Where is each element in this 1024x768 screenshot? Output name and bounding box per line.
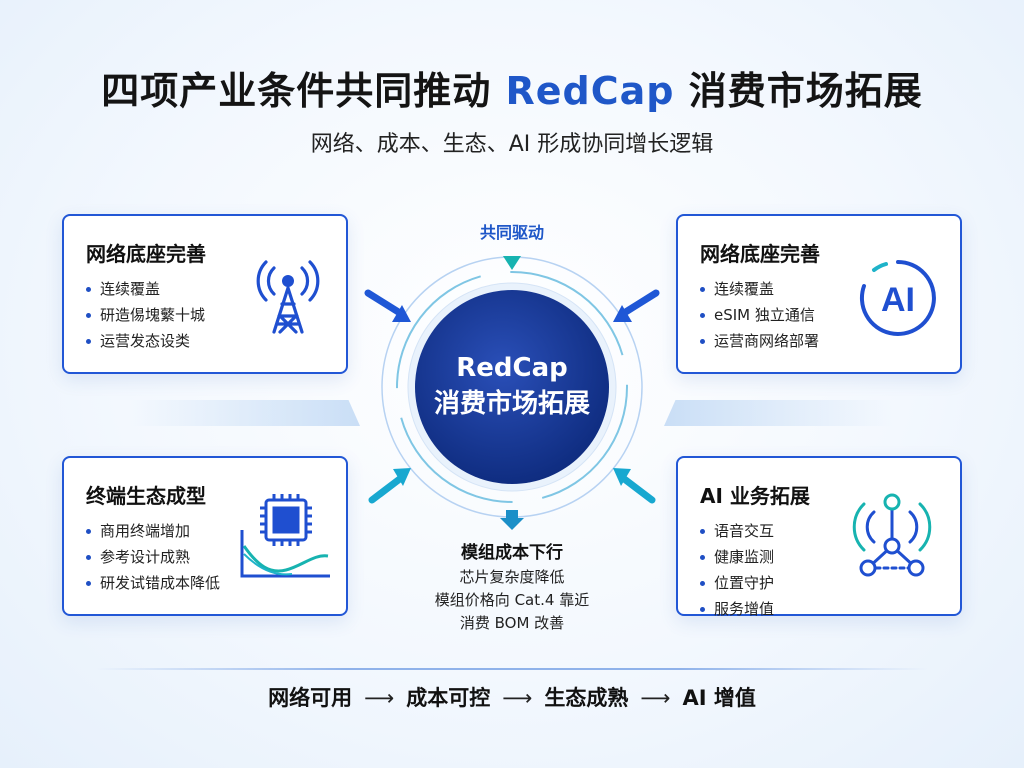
arrow-top-left-icon [364,289,411,322]
list-item: 运营商网络部署 [700,328,819,354]
ai-icon: AI [860,260,936,336]
list-item: 商用终端增加 [86,518,220,544]
card-list: 连续覆盖 研造㑥塊蘩十城 运营发态设类 [86,276,205,354]
card-terminal-ecosystem: 终端生态成型 商用终端增加 参考设计成熟 研发试错成本降低 [62,456,348,616]
card-ai-business: AI 业务拓展 语音交互 健康监测 位置守护 服务增值 [676,456,962,618]
page-subtitle: 网络、成本、生态、AI 形成协同增长逻辑 [310,132,714,157]
flow-step: 成本可控 [406,686,491,710]
title-accent: RedCap [505,69,675,113]
flow-arrow-icon: ⟶ [502,686,533,710]
list-item: 语音交互 [700,518,774,544]
cell-tower-icon [256,260,320,334]
center-label: RedCap 消费市场拓展 [412,350,612,422]
center-label-line2: 消费市场拓展 [433,389,590,419]
card-network-base: 网络底座完善 连续覆盖 研造㑥塊蘩十城 运营发态设类 [62,214,348,374]
arrow-top-right-icon [613,289,660,322]
cost-line: 芯片复杂度降低 [459,568,565,586]
center-label-line1: RedCap [456,353,568,383]
card-title: 网络底座完善 [86,242,206,266]
list-item: 运营发态设类 [86,328,205,354]
page-title: 四项产业条件共同推动 RedCap 消费市场拓展 [0,60,1024,115]
arrow-bottom-right-icon [613,468,656,504]
cost-block: 模组成本下行 芯片复杂度降低 模组价格向 Cat.4 靠近 消费 BOM 改善 [412,540,612,635]
list-item: 研发试错成本降低 [86,570,220,596]
flow-arrow-icon: ⟶ [364,686,395,710]
list-item: 位置守护 [700,570,774,596]
list-item: 参考设计成熟 [86,544,220,570]
card-title: 网络底座完善 [700,242,820,266]
list-item: eSIM 独立通信 [700,302,819,328]
divider [96,668,928,670]
flow-step: 网络可用 [268,686,353,710]
list-item: 服务增值 [700,596,774,622]
connector-band-left [130,400,360,426]
card-list: 连续覆盖 eSIM 独立通信 运营商网络部署 [700,276,819,354]
cost-line: 消费 BOM 改善 [459,614,565,632]
cost-heading: 模组成本下行 [461,543,563,563]
card-list: 语音交互 健康监测 位置守护 服务增值 [700,518,774,622]
list-item: 研造㑥塊蘩十城 [86,302,205,328]
list-item: 连续覆盖 [86,276,205,302]
center-circle [415,290,609,484]
flow-chain: 网络可用 ⟶ 成本可控 ⟶ 生态成熟 ⟶ AI 增值 [0,682,1024,712]
card-list: 商用终端增加 参考设计成熟 研发试错成本降低 [86,518,220,596]
drive-label: 共同驱动 [479,223,544,242]
title-suffix: 消费市场拓展 [674,69,923,113]
flow-step: AI 增值 [682,686,756,710]
arrow-bottom-left-icon [368,468,411,504]
title-main: 四项产业条件共同推动 [101,69,506,113]
card-title: AI 业务拓展 [700,484,810,508]
cost-line: 模组价格向 Cat.4 靠近 [434,591,590,609]
list-item: 健康监测 [700,544,774,570]
ai-icon-text: AI [881,281,915,319]
inner-arc-ring [396,271,628,503]
flow-step: 生态成熟 [544,686,629,710]
connector-band-right [664,400,894,426]
card-title: 终端生态成型 [86,484,206,508]
list-item: 连续覆盖 [700,276,819,302]
network-signal-icon [852,493,932,577]
cost-arrow-icon [500,510,524,530]
flow-arrow-icon: ⟶ [640,686,671,710]
chip-chart-icon [240,494,330,578]
drive-triangle-icon [503,256,521,270]
card-network-base-right: 网络底座完善 连续覆盖 eSIM 独立通信 运营商网络部署 AI [676,214,962,374]
